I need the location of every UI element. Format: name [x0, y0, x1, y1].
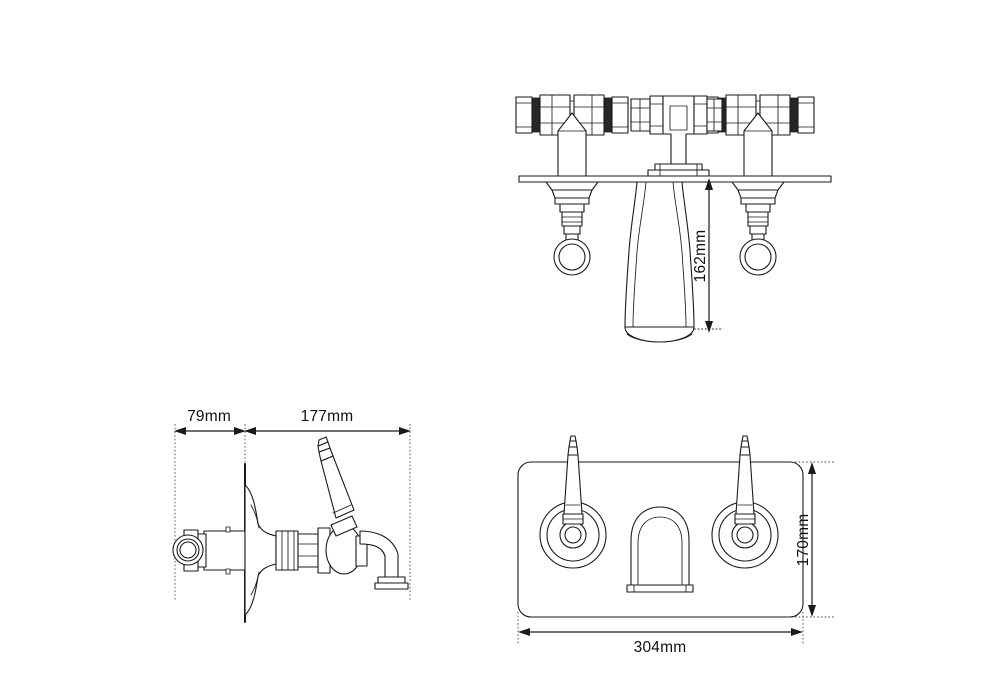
dimension-79mm: 79mm [174, 408, 246, 435]
dimension-304mm-label: 304mm [634, 639, 687, 656]
right-handle-front [711, 435, 779, 569]
spindle-stack [275, 527, 331, 574]
centre-tee-fitting [630, 95, 723, 177]
centre-spout-front [626, 506, 694, 593]
side-view-group: 79mm 177mm [172, 408, 411, 623]
top-view-group: 162mm [515, 94, 832, 343]
lever-handle-side [317, 436, 358, 537]
back-inlet [172, 526, 246, 575]
dimension-170mm: 170mm [795, 461, 835, 618]
left-handle-front [539, 435, 607, 569]
dimension-304mm: 304mm [517, 612, 804, 656]
dimension-177mm: 177mm [244, 408, 411, 435]
dimension-177mm-label: 177mm [301, 408, 354, 425]
dimension-162mm-label: 162mm [692, 230, 709, 283]
left-valve-assembly [515, 94, 629, 276]
dimension-170mm-label: 170mm [795, 514, 812, 567]
front-view-group: 170mm 304mm [517, 435, 835, 656]
spout-body [325, 525, 409, 590]
central-spout [624, 181, 695, 343]
wall-plate [518, 175, 832, 183]
dimension-79mm-label: 79mm [187, 408, 231, 425]
right-valve-assembly [701, 94, 815, 276]
dimension-162mm: 162mm [692, 178, 723, 333]
